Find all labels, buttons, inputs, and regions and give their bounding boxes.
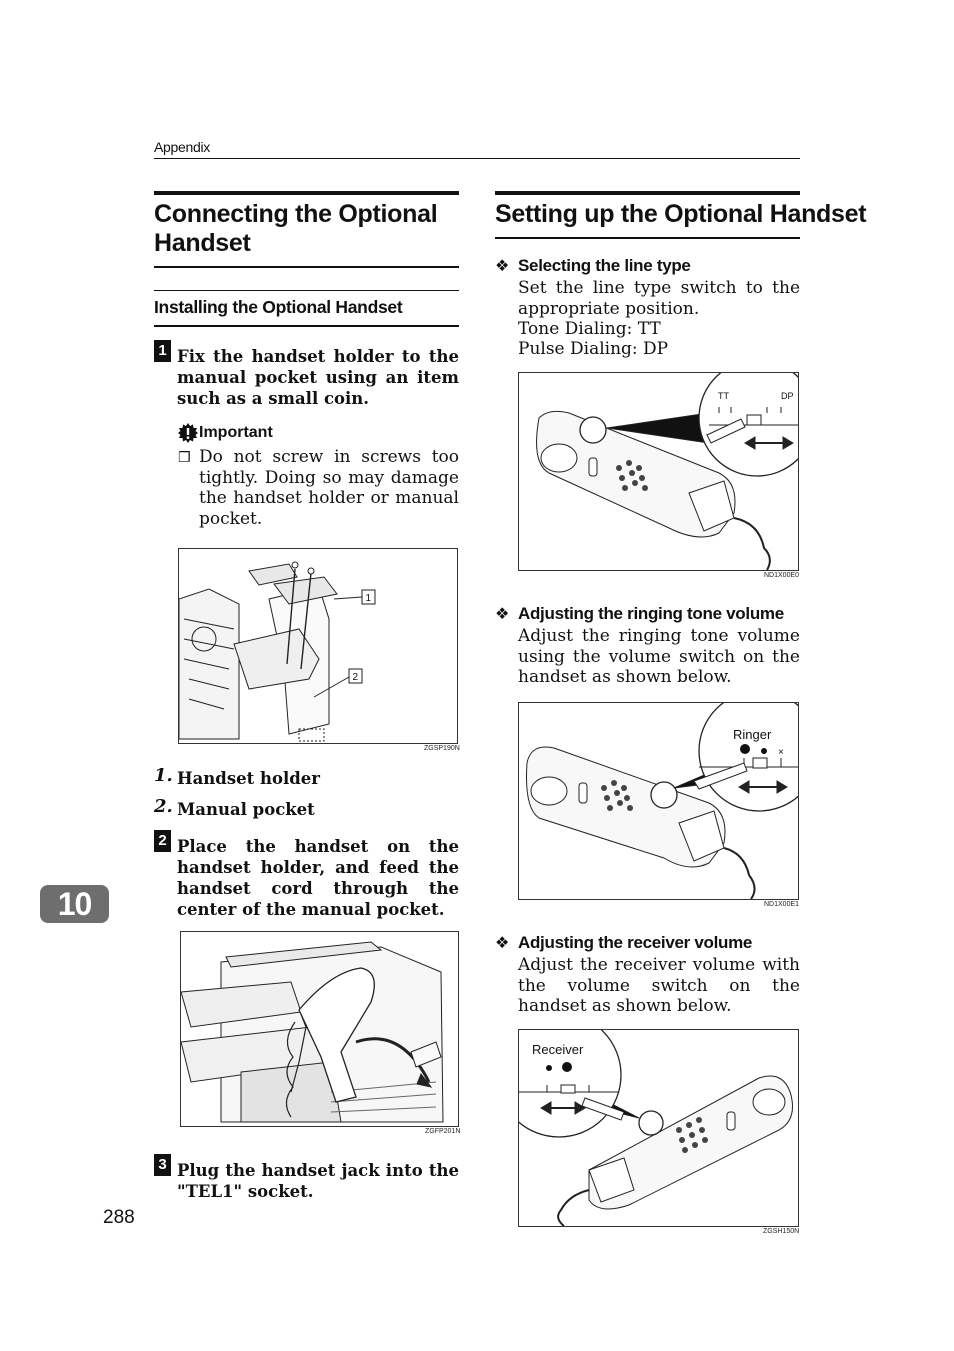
legend-1-label: Handset holder	[177, 769, 320, 788]
right-title-bottom-rule	[495, 237, 800, 239]
important-item: Do not screw in screws too tightly. Doin…	[199, 447, 459, 529]
figure-receiver-switch: Receiver	[518, 1029, 799, 1227]
section-title-right: Setting up the Optional Handset	[495, 200, 867, 228]
figure-4-code: ND1X00E1	[764, 901, 800, 908]
step-3-text: Plug the handset jack into the "TEL1" so…	[177, 1161, 459, 1201]
ringing-volume-instruction: Adjust the ringing tone volume using the…	[518, 626, 800, 687]
page-number: 288	[103, 1207, 135, 1228]
running-header: Appendix	[154, 139, 210, 155]
legend-1-number: 1.	[154, 765, 173, 786]
receiver-volume-instruction: Adjust the receiver volume with the volu…	[518, 955, 800, 1016]
heading-line-type: Selecting the line type	[518, 256, 691, 275]
step-number-1: 1	[154, 340, 171, 362]
figure-5-code: ZGSH150N	[763, 1228, 800, 1235]
heading-ringing-volume: Adjusting the ringing tone volume	[518, 604, 784, 623]
title-bottom-rule	[154, 266, 459, 268]
header-rule	[154, 158, 800, 159]
diamond-bullet-icon: ❖	[495, 256, 510, 275]
important-label: Important	[199, 424, 273, 441]
subtitle-bottom-rule	[154, 325, 459, 327]
callout-1: 1	[366, 593, 372, 604]
diamond-bullet-icon: ❖	[495, 604, 510, 623]
right-title-top-rule	[495, 191, 800, 195]
label-receiver: Receiver	[532, 1042, 584, 1057]
line-type-instruction: Set the line type switch to the appropri…	[518, 278, 800, 319]
label-tt: TT	[718, 391, 729, 401]
figure-handset-on-holder	[180, 931, 459, 1127]
title-top-rule	[154, 191, 459, 195]
tone-dialing: Tone Dialing: TT	[518, 319, 661, 339]
chapter-tab: 10	[40, 885, 109, 923]
subsection-title: Installing the Optional Handset	[154, 297, 403, 317]
label-dp: DP	[781, 391, 794, 401]
step-2-text: Place the handset on the handset holder,…	[177, 837, 459, 919]
heading-receiver-volume: Adjusting the receiver volume	[518, 933, 753, 952]
step-number-2: 2	[154, 830, 171, 852]
step-number-3: 3	[154, 1154, 171, 1176]
step-1-text: Fix the handset holder to the manual poc…	[177, 347, 459, 408]
checkbox-bullet: ❒	[178, 450, 191, 466]
label-off-mark: ×	[778, 747, 784, 758]
section-title-left: Connecting the Optional Handset	[154, 200, 438, 257]
figure-handset-holder: 1 2	[178, 548, 458, 744]
figure-line-type-switch: TT DP	[518, 372, 799, 571]
callout-2: 2	[353, 672, 359, 683]
diamond-bullet-icon: ❖	[495, 933, 510, 952]
label-ringer: Ringer	[733, 727, 772, 742]
figure-1-code: ZGSP190N	[424, 745, 460, 752]
figure-3-code: ND1X00E0	[764, 572, 800, 579]
figure-ringer-switch: Ringer ×	[518, 702, 799, 900]
pulse-dialing: Pulse Dialing: DP	[518, 339, 669, 359]
subtitle-top-rule	[154, 290, 459, 291]
legend-2-number: 2.	[154, 796, 173, 817]
important-icon	[178, 423, 198, 443]
figure-2-code: ZGFP201N	[425, 1128, 461, 1135]
legend-2-label: Manual pocket	[177, 800, 315, 819]
